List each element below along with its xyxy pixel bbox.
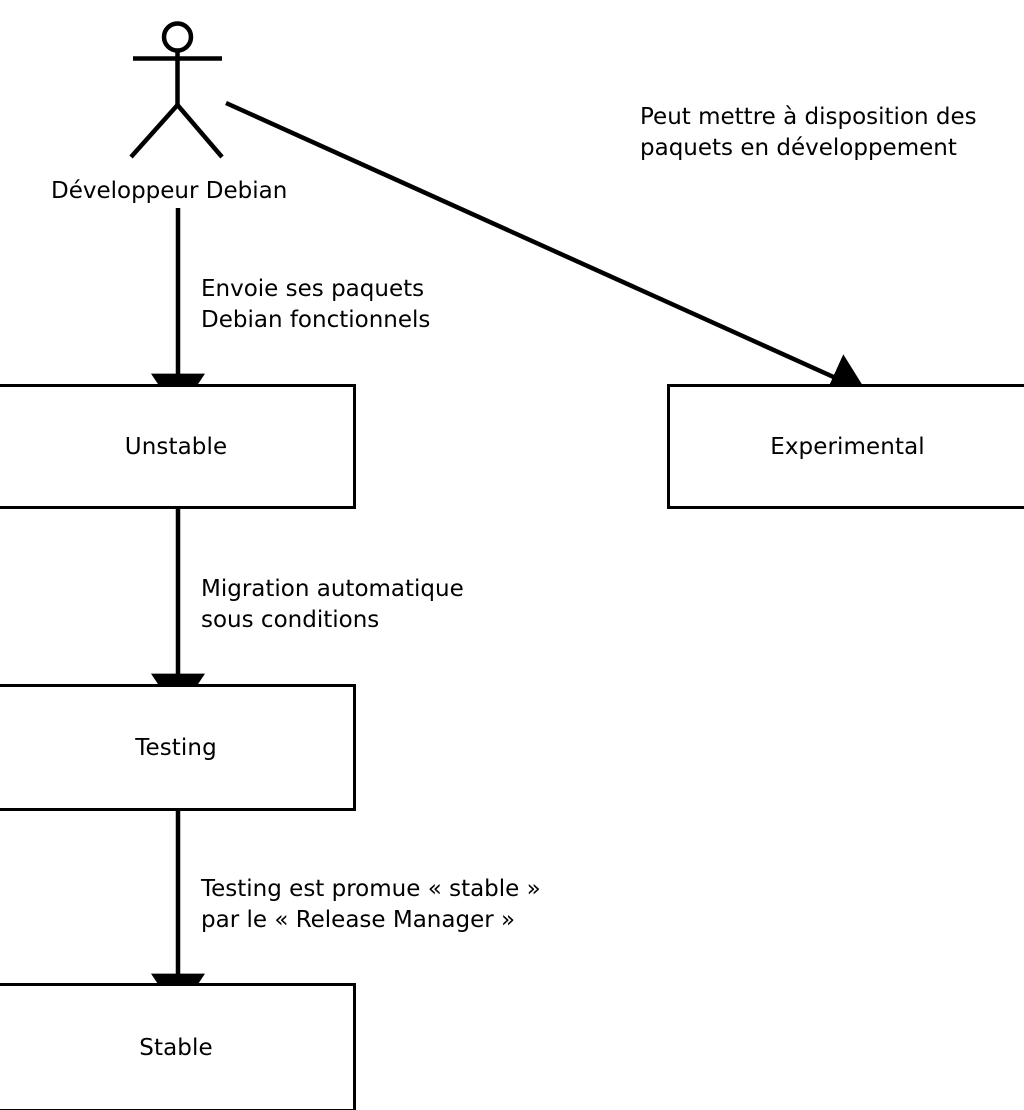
edge-label-unstable-to-testing: Migration automatique sous conditions xyxy=(201,576,464,633)
actor-label-debian-developer: Développeur Debian xyxy=(51,178,288,204)
edge-label-developer-to-unstable: Envoie ses paquets Debian fonctionnels xyxy=(201,276,431,333)
node-box-experimental[interactable]: Experimental xyxy=(667,384,1024,509)
node-box-unstable[interactable]: Unstable xyxy=(0,384,356,509)
node-label-unstable: Unstable xyxy=(124,433,228,460)
node-box-stable[interactable]: Stable xyxy=(0,983,356,1110)
edge-developer-to-experimental xyxy=(225,100,867,400)
node-label-testing: Testing xyxy=(135,734,217,761)
node-label-experimental: Experimental xyxy=(770,433,925,460)
node-label-stable: Stable xyxy=(139,1034,213,1061)
edge-label-testing-to-stable: Testing est promue « stable » par le « R… xyxy=(201,876,541,933)
edge-label-developer-to-experimental: Peut mettre à disposition des paquets en… xyxy=(640,104,977,161)
node-box-testing[interactable]: Testing xyxy=(0,684,356,811)
stick-figure-actor-icon xyxy=(129,21,224,159)
